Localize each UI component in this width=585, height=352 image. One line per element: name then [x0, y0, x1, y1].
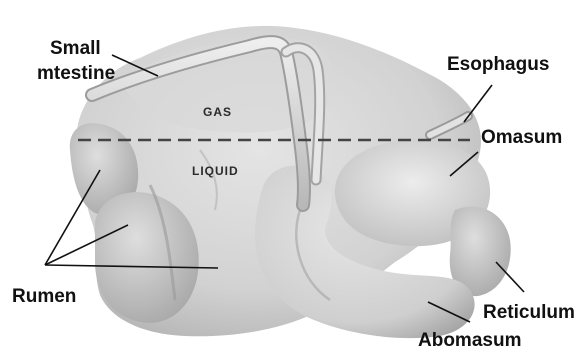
esophagus-leader [464, 85, 492, 122]
small-intestine-label-line1: Small [50, 38, 101, 59]
omasum-label: Omasum [481, 127, 562, 148]
stomach-illustration [70, 26, 511, 338]
rumen-label: Rumen [12, 286, 76, 307]
small-intestine-label-line2: mtestine [37, 63, 115, 84]
liquid-label: LIQUID [192, 164, 239, 178]
reticulum-label: Reticulum [483, 302, 575, 323]
abomasum-label: Abomasum [418, 330, 521, 351]
esophagus-label: Esophagus [447, 54, 549, 75]
gas-label: GAS [203, 105, 232, 119]
